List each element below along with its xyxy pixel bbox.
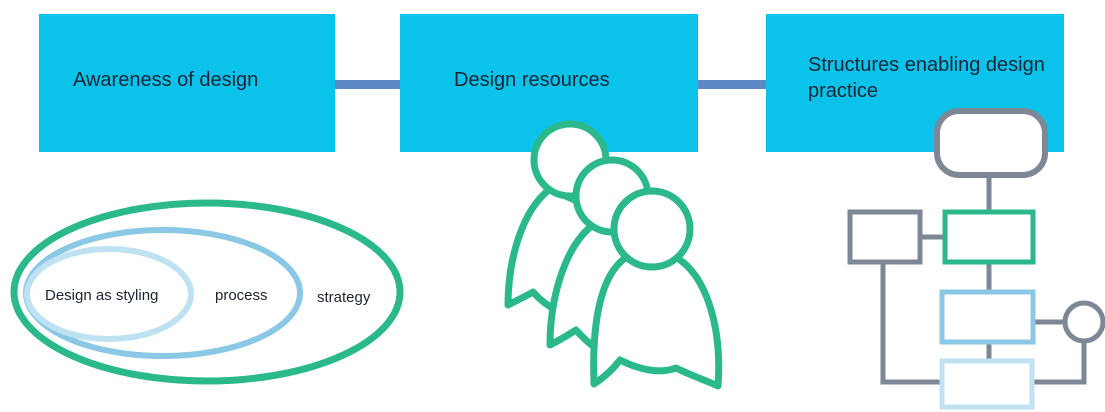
structure-lower-box <box>939 289 1036 345</box>
ellipse-styling <box>24 246 194 342</box>
structure-top-rounded-box <box>934 108 1048 178</box>
connector-resources-structures <box>698 80 766 89</box>
label-process: process <box>215 287 268 304</box>
label-strategy: strategy <box>317 289 371 306</box>
structure-right-circle <box>1062 300 1105 344</box>
label-design-as-styling: Design as styling <box>45 287 159 304</box>
box-awareness-label: Awareness of design <box>73 69 259 91</box>
connector-awareness-resources <box>335 80 400 89</box>
structure-middle-box <box>942 209 1036 265</box>
structure-line-left-drop <box>880 262 942 385</box>
box-resources-label: Design resources <box>454 69 610 91</box>
structure-bottom-box <box>939 358 1035 410</box>
structure-left-box <box>847 209 923 265</box>
box-structures-label: Structures enabling design practice <box>808 54 1045 102</box>
person-front-icon <box>590 187 723 390</box>
structure-line-right-drop <box>1032 340 1087 385</box>
box-awareness-of-design: Awareness of design <box>39 14 335 152</box>
ellipse-strategy <box>10 199 404 385</box>
